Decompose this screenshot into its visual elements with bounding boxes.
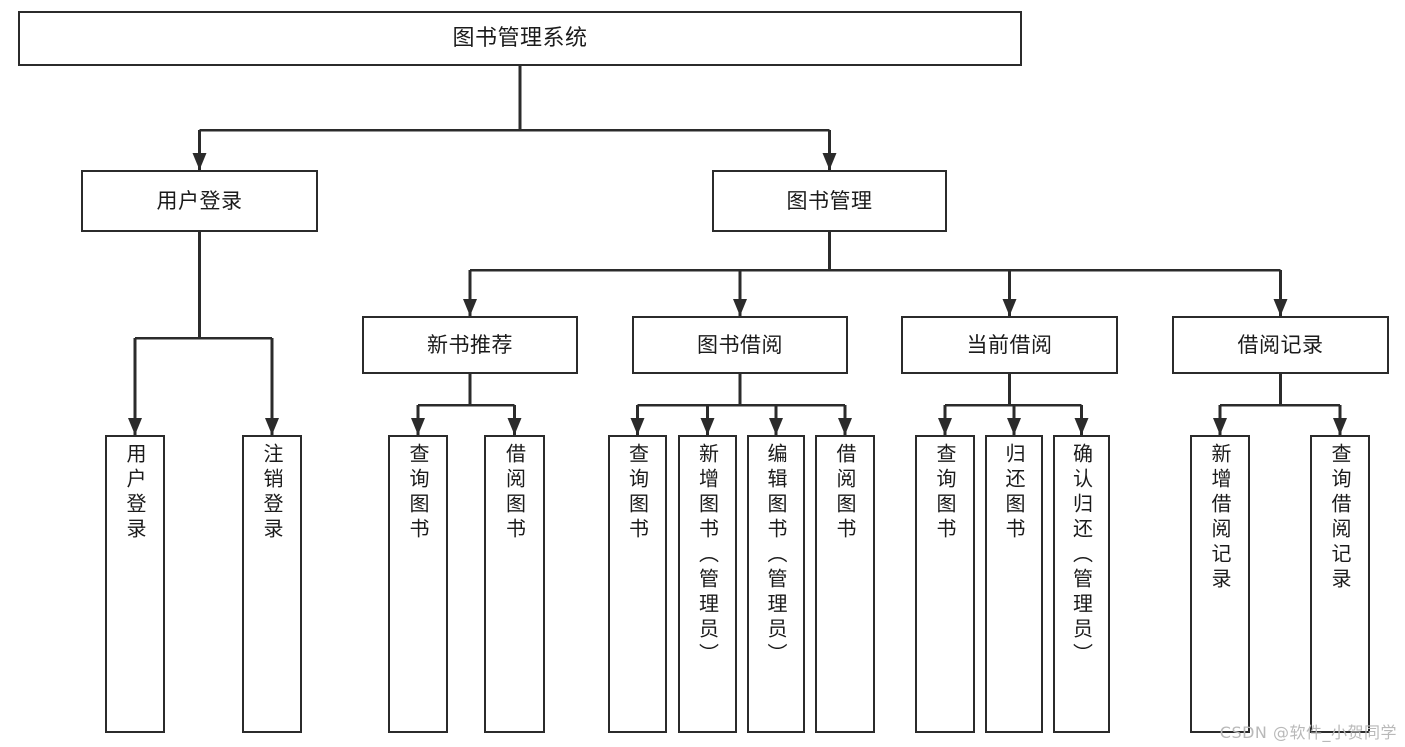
node-label-leaf-add-record: 新增借阅记录	[1208, 443, 1232, 593]
node-label-leaf-user-logout: 注销登录	[260, 443, 284, 543]
node-root[interactable]: 图书管理系统	[18, 11, 1022, 66]
node-label-borrow-record: 借阅记录	[1237, 332, 1324, 357]
node-leaf-borrow-book[interactable]: 借阅图书	[815, 435, 875, 733]
node-label-book-manage: 图书管理	[786, 188, 873, 213]
node-label-current-borrow: 当前借阅	[966, 332, 1053, 357]
node-label-leaf-add-book: 新增图书（管理员）	[695, 443, 720, 668]
node-leaf-return-book[interactable]: 归还图书	[985, 435, 1043, 733]
node-leaf-add-book[interactable]: 新增图书（管理员）	[678, 435, 737, 733]
watermark-label: CSDN @软件_小贺同学	[1219, 723, 1397, 742]
node-user-login[interactable]: 用户登录	[81, 170, 318, 232]
node-label-leaf-query-record: 查询借阅记录	[1328, 443, 1352, 593]
node-label-new-book-rec: 新书推荐	[427, 332, 513, 357]
node-leaf-query-book-rec[interactable]: 查询图书	[388, 435, 448, 733]
node-leaf-user-logout[interactable]: 注销登录	[242, 435, 302, 733]
node-leaf-query-book-borrow[interactable]: 查询图书	[608, 435, 667, 733]
node-leaf-add-record[interactable]: 新增借阅记录	[1190, 435, 1250, 733]
node-leaf-query-book-current[interactable]: 查询图书	[915, 435, 975, 733]
node-label-user-login: 用户登录	[156, 188, 243, 213]
node-label-leaf-return-book: 归还图书	[1002, 443, 1026, 543]
node-label-leaf-confirm-return: 确认归还（管理员）	[1069, 443, 1094, 668]
node-label-book-borrow: 图书借阅	[697, 332, 783, 357]
node-borrow-record[interactable]: 借阅记录	[1172, 316, 1389, 374]
node-label-leaf-query-book-rec: 查询图书	[406, 443, 430, 543]
node-label-leaf-user-login: 用户登录	[123, 443, 147, 543]
node-label-leaf-borrow-book-rec: 借阅图书	[502, 443, 527, 543]
node-leaf-borrow-book-rec[interactable]: 借阅图书	[484, 435, 545, 733]
node-label-leaf-query-book-current: 查询图书	[933, 443, 957, 543]
node-new-book-rec[interactable]: 新书推荐	[362, 316, 578, 374]
node-label-leaf-edit-book: 编辑图书（管理员）	[764, 443, 788, 668]
node-current-borrow[interactable]: 当前借阅	[901, 316, 1118, 374]
node-label-leaf-query-book-borrow: 查询图书	[625, 443, 650, 543]
node-leaf-query-record[interactable]: 查询借阅记录	[1310, 435, 1370, 733]
node-book-borrow[interactable]: 图书借阅	[632, 316, 848, 374]
node-book-manage[interactable]: 图书管理	[712, 170, 947, 232]
node-leaf-confirm-return[interactable]: 确认归还（管理员）	[1053, 435, 1110, 733]
node-leaf-user-login[interactable]: 用户登录	[105, 435, 165, 733]
node-label-root: 图书管理系统	[452, 25, 588, 51]
node-label-leaf-borrow-book: 借阅图书	[833, 443, 857, 543]
node-leaf-edit-book[interactable]: 编辑图书（管理员）	[747, 435, 805, 733]
